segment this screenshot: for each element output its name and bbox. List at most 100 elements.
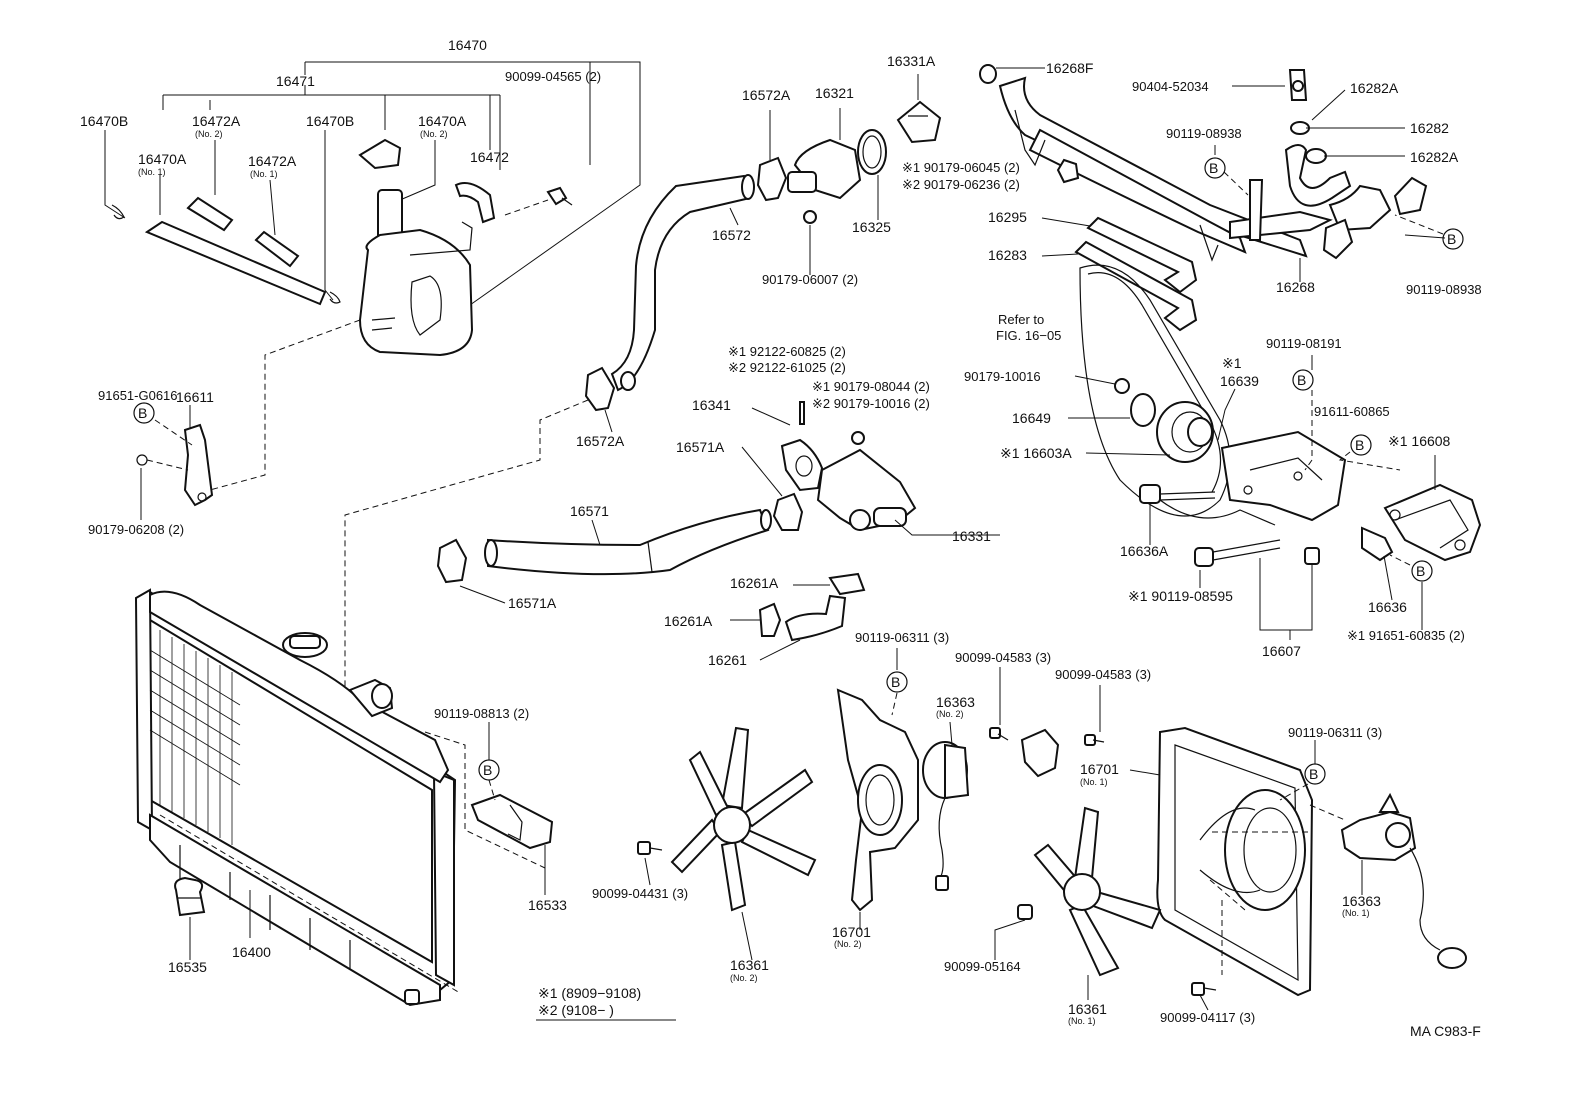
label-90119-08938-bot: 90119-08938 (1406, 282, 1482, 297)
bolt-b-symbol: B (1209, 160, 1218, 176)
refer-to-line1: Refer to (998, 312, 1044, 327)
bolt-b-symbol: B (1355, 437, 1364, 453)
label-16649: 16649 (1012, 410, 1051, 426)
belt-pulley-group (1068, 264, 1482, 640)
figure-code: MA C983-F (1410, 1023, 1481, 1039)
label-90119-06311-a: 90119-06311 (3) (855, 630, 949, 645)
label-16639-star: ※1 (1222, 355, 1242, 371)
label-16603a: ※1 16603A (1000, 445, 1072, 461)
radiator-core-hatching (149, 630, 241, 845)
legend: ※1 (8909−9108) ※2 (9108− ) (536, 985, 676, 1021)
radiator-group (134, 588, 554, 1007)
bolt-b-symbol: B (1416, 563, 1425, 579)
sub-no1: (No. 1) (1080, 777, 1108, 787)
label-16636: 16636 (1368, 599, 1407, 615)
bypass-hose-16261 (730, 572, 866, 661)
label-90099-04583-a: 90099-04583 (3) (955, 650, 1051, 665)
label-90119-06311-b: 90119-06311 (3) (1288, 725, 1382, 740)
label-91611-60865: 91611-60865 (1314, 404, 1390, 419)
label-16282a-top: 16282A (1350, 80, 1399, 96)
label-16341: 16341 (692, 397, 731, 413)
label-90179-06236: ※2 90179-06236 (2) (902, 177, 1020, 192)
label-90099-05164: 90099-05164 (944, 959, 1021, 974)
label-92122-60825: ※1 92122-60825 (2) (728, 344, 846, 359)
label-90099-04583-b: 90099-04583 (3) (1055, 667, 1151, 682)
label-90179-10016b: ※2 90179-10016 (2) (812, 396, 930, 411)
fan-no2-group (637, 648, 1105, 961)
label-16572: 16572 (712, 227, 751, 243)
label-16363-no2: 16363 (936, 694, 975, 710)
label-16282a-bot: 16282A (1410, 149, 1459, 165)
label-16283: 16283 (988, 247, 1027, 263)
label-90099-04565: 90099-04565 (2) (505, 69, 601, 84)
label-16470a-no1: 16470A (138, 151, 187, 167)
label-16571: 16571 (570, 503, 609, 519)
upper-hose-group (344, 110, 788, 765)
label-16571a-top: 16571A (676, 439, 725, 455)
label-16607: 16607 (1262, 643, 1301, 659)
label-16261a-bot: 16261A (664, 613, 713, 629)
label-16701-no1: 16701 (1080, 761, 1119, 777)
label-16608: ※1 16608 (1388, 433, 1451, 449)
thermostat-housing-group (787, 74, 942, 275)
bolt-b-symbol: B (891, 674, 900, 690)
bolt-b-symbol: B (1447, 231, 1456, 247)
sub-no2: (No. 2) (420, 129, 448, 139)
refer-to-line2: FIG. 16−05 (996, 328, 1061, 343)
label-90179-06045: ※1 90179-06045 (2) (902, 160, 1020, 175)
label-90119-08595: ※1 90119-08595 (1128, 588, 1233, 604)
sub-no1: (No. 1) (250, 169, 278, 179)
label-16470a-no2: 16470A (418, 113, 467, 129)
label-16363-no1: 16363 (1342, 893, 1381, 909)
label-16701-no2: 16701 (832, 924, 871, 940)
water-inlet-group (741, 401, 1000, 536)
label-90119-08191: 90119-08191 (1266, 336, 1342, 351)
label-16470b-b: 16470B (306, 113, 354, 129)
label-16471: 16471 (276, 73, 315, 89)
label-90404-52034: 90404-52034 (1132, 79, 1209, 94)
label-16571a-bot: 16571A (508, 595, 557, 611)
label-16295: 16295 (988, 209, 1027, 225)
fan-no1-group (994, 726, 1467, 1011)
label-16533: 16533 (528, 897, 567, 913)
label-16400: 16400 (232, 944, 271, 960)
legend-line-2: ※2 (9108− ) (538, 1002, 614, 1018)
label-16261: 16261 (708, 652, 747, 668)
sub-no1: (No. 1) (1342, 908, 1370, 918)
label-90179-06007: 90179-06007 (2) (762, 272, 858, 287)
label-90119-08813: 90119-08813 (2) (434, 706, 529, 721)
sub-no2: (No. 2) (936, 709, 964, 719)
label-16472a-no1: 16472A (248, 153, 297, 169)
label-16472a-no2: 16472A (192, 113, 241, 129)
sub-no2: (No. 2) (195, 129, 223, 139)
label-16325: 16325 (852, 219, 891, 235)
label-92122-61025: ※2 92122-61025 (2) (728, 360, 846, 375)
bolt-b-symbol: B (1297, 372, 1306, 388)
label-90119-08938-top: 90119-08938 (1166, 126, 1242, 141)
label-90179-08044: ※1 90179-08044 (2) (812, 379, 930, 394)
label-16331: 16331 (952, 528, 991, 544)
label-16331a: 16331A (887, 53, 936, 69)
label-16572a-bot: 16572A (576, 433, 625, 449)
label-16636a: 16636A (1120, 543, 1169, 559)
label-16361-no2: 16361 (730, 957, 769, 973)
part-labels: 16470 16471 90099-04565 (2) 16470B 16472… (80, 37, 1482, 1026)
water-pipe-group (979, 64, 1464, 332)
label-16572a-top: 16572A (742, 87, 791, 103)
lower-hose-group (436, 508, 772, 604)
label-16282: 16282 (1410, 120, 1449, 136)
sub-no2: (No. 2) (730, 973, 758, 983)
label-16535: 16535 (168, 959, 207, 975)
label-16268: 16268 (1276, 279, 1315, 295)
bolt-symbols: B B B B B B B B B (133, 160, 1456, 782)
label-16470b: 16470B (80, 113, 128, 129)
bolt-b-symbol: B (138, 405, 147, 421)
label-16639: 16639 (1220, 373, 1259, 389)
reservoir-group (104, 61, 641, 491)
label-16361-no1: 16361 (1068, 1001, 1107, 1017)
label-91651-60835: ※1 91651-60835 (2) (1347, 628, 1465, 643)
legend-line-1: ※1 (8909−9108) (538, 985, 641, 1001)
label-16611: 16611 (176, 389, 214, 405)
